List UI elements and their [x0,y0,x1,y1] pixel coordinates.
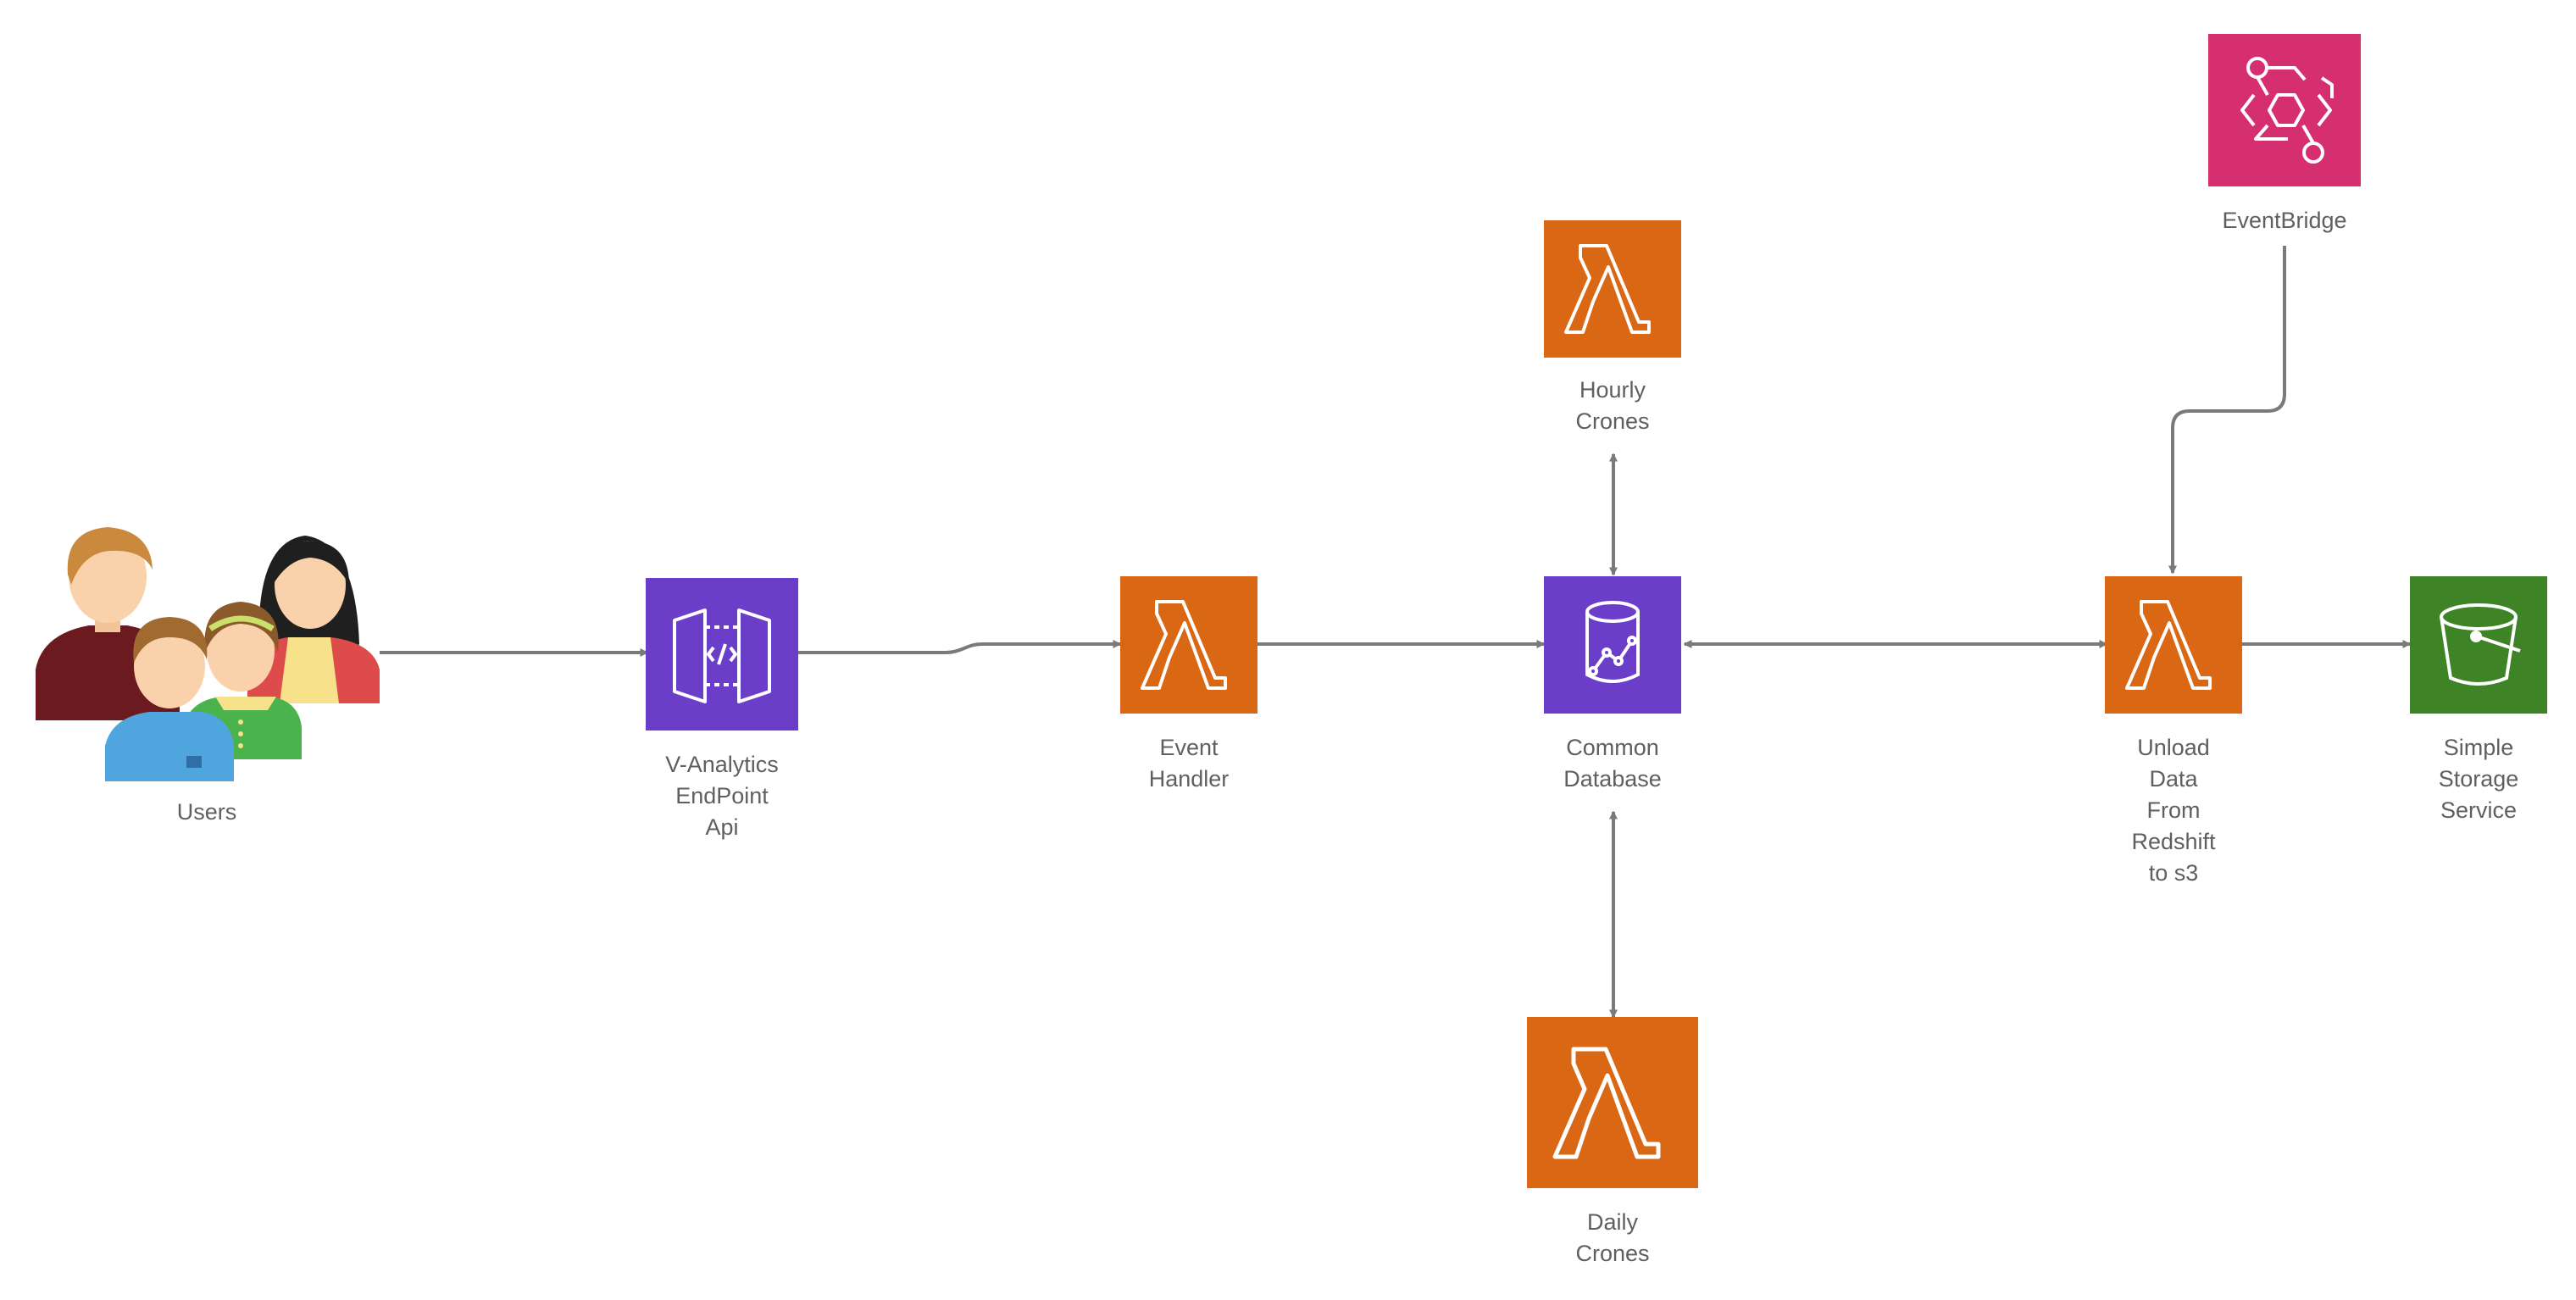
database-icon [1585,601,1640,683]
boy-body [105,712,234,781]
girl-headband [208,615,275,631]
lambda-icon [1552,1047,1661,1159]
eventbridge-tile [2208,34,2361,186]
girl-button-1 [238,719,243,725]
daily-crones-tile [1527,1017,1698,1188]
edge-api-to-event-handler [797,640,1122,654]
label-daily-crones: Daily Crones [1575,1209,1650,1266]
event-handler-node[interactable] [1120,576,1257,714]
label-hourly-crones: Hourly Crones [1575,377,1650,434]
connectors [380,246,2412,1019]
s3-bucket-icon [2440,603,2521,686]
girl-button-2 [238,731,243,736]
man-hair [67,527,153,585]
label-api-gateway: V-Analytics EndPoint Api [665,752,779,840]
boy-pocket [186,756,202,768]
eventbridge-node[interactable] [2208,34,2361,186]
woman-bangs [273,541,349,585]
event-handler-tile [1120,576,1257,714]
label-s3: Simple Storage Service [2438,735,2519,823]
boy-face [134,624,205,708]
common-database-node[interactable] [1544,576,1681,714]
girl-collar [215,697,276,710]
hourly-crones-tile [1544,220,1681,358]
eventbridge-icon [2240,57,2334,164]
common-database-tile [1544,576,1681,714]
label-eventbridge: EventBridge [2222,208,2347,233]
users-group-icon [36,527,380,781]
lambda-icon [1564,244,1651,334]
unload-data-tile [2105,576,2242,714]
unload-data-node[interactable] [2105,576,2242,714]
lambda-icon [1141,600,1227,690]
girl-face [207,610,275,692]
s3-node[interactable] [2410,576,2547,714]
hourly-crones-node[interactable] [1544,220,1681,358]
edge-eventbridge-to-unload-data [2168,246,2286,575]
label-users: Users [176,799,237,825]
label-event-handler: Event Handler [1148,735,1230,792]
s3-tile [2410,576,2547,714]
girl-hair [204,602,279,653]
lambda-icon [2125,600,2212,690]
api-gateway-icon [673,608,771,703]
label-common-database: Common Database [1563,735,1662,792]
boy-hair [133,617,208,663]
woman-top [280,637,339,703]
api-gateway-node[interactable] [646,578,798,731]
girl-button-3 [238,743,243,748]
daily-crones-node[interactable] [1527,1017,1698,1188]
label-unload-data: Unload Data From Redshift to s3 [2131,735,2216,886]
